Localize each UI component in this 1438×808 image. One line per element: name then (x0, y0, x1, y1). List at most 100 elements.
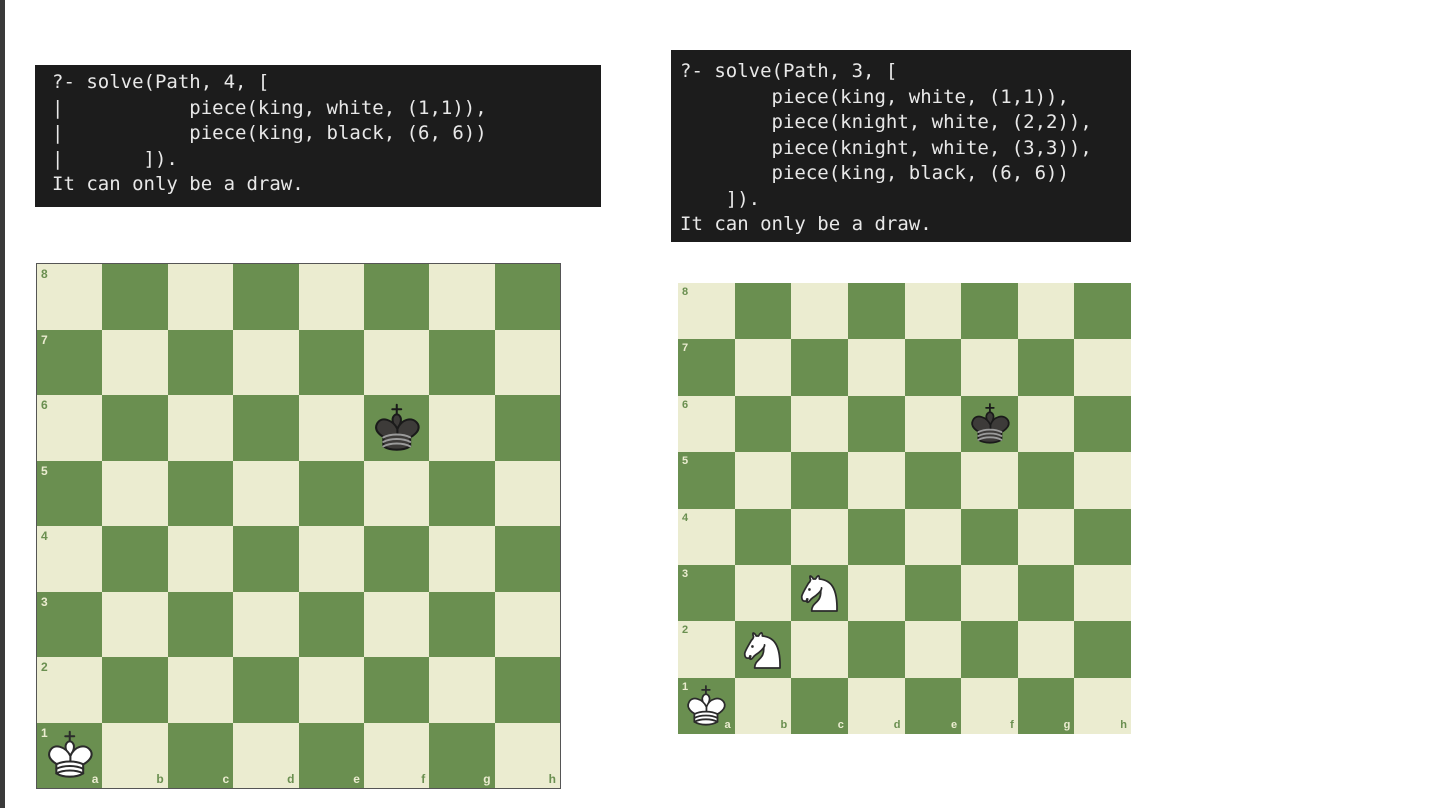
square-c7[interactable] (791, 339, 848, 396)
square-f6[interactable] (363, 395, 430, 461)
square-a7[interactable]: 7 (678, 339, 735, 396)
square-a3[interactable]: 3 (678, 564, 735, 622)
square-c3[interactable] (791, 564, 848, 622)
square-b3[interactable] (102, 591, 168, 657)
square-h8[interactable] (494, 264, 560, 330)
square-a4[interactable]: 4 (678, 508, 735, 565)
square-f8[interactable] (363, 264, 430, 330)
square-h2[interactable] (1074, 621, 1131, 678)
square-h3[interactable] (494, 591, 560, 657)
square-c4[interactable] (167, 526, 234, 592)
square-b2[interactable] (734, 621, 792, 678)
square-d6[interactable] (233, 395, 299, 461)
square-a3[interactable]: 3 (37, 591, 103, 657)
square-d5[interactable] (847, 452, 905, 509)
square-e1[interactable]: e (904, 677, 962, 734)
square-b7[interactable] (734, 339, 792, 396)
white-king-icon[interactable] (681, 681, 731, 731)
square-g3[interactable] (1017, 564, 1075, 622)
square-f5[interactable] (363, 460, 430, 526)
square-b6[interactable] (102, 395, 168, 461)
square-a8[interactable]: 8 (678, 283, 735, 340)
square-g5[interactable] (1017, 452, 1075, 509)
square-g7[interactable] (429, 329, 495, 395)
square-h2[interactable] (494, 657, 560, 723)
square-a2[interactable]: 2 (678, 621, 735, 678)
square-a6[interactable]: 6 (37, 395, 103, 461)
square-b1[interactable]: b (734, 677, 792, 734)
square-d6[interactable] (847, 395, 905, 453)
square-b4[interactable] (102, 526, 168, 592)
square-d2[interactable] (847, 621, 905, 678)
black-king-icon[interactable] (965, 399, 1015, 449)
square-d1[interactable]: d (847, 677, 905, 734)
square-h7[interactable] (1074, 339, 1131, 396)
square-c7[interactable] (167, 329, 234, 395)
square-c8[interactable] (791, 283, 848, 340)
black-king-icon[interactable] (368, 399, 426, 457)
square-e3[interactable] (298, 591, 364, 657)
square-f4[interactable] (961, 508, 1018, 565)
square-g5[interactable] (429, 460, 495, 526)
square-b4[interactable] (734, 508, 792, 565)
square-b3[interactable] (734, 564, 792, 622)
square-h7[interactable] (494, 329, 560, 395)
square-f2[interactable] (961, 621, 1018, 678)
square-h5[interactable] (1074, 452, 1131, 509)
square-b5[interactable] (102, 460, 168, 526)
square-a8[interactable]: 8 (37, 264, 103, 330)
square-d4[interactable] (233, 526, 299, 592)
square-f7[interactable] (961, 339, 1018, 396)
square-f7[interactable] (363, 329, 430, 395)
square-g6[interactable] (1017, 395, 1075, 453)
square-f3[interactable] (961, 564, 1018, 622)
square-g1[interactable]: g (429, 722, 495, 788)
square-c8[interactable] (167, 264, 234, 330)
square-c5[interactable] (167, 460, 234, 526)
square-e4[interactable] (298, 526, 364, 592)
square-f8[interactable] (961, 283, 1018, 340)
square-d7[interactable] (233, 329, 299, 395)
square-h5[interactable] (494, 460, 560, 526)
square-g7[interactable] (1017, 339, 1075, 396)
square-a5[interactable]: 5 (37, 460, 103, 526)
square-g8[interactable] (429, 264, 495, 330)
white-knight-icon[interactable] (795, 568, 845, 618)
square-d8[interactable] (233, 264, 299, 330)
square-g2[interactable] (1017, 621, 1075, 678)
square-f6[interactable] (961, 395, 1018, 453)
square-d5[interactable] (233, 460, 299, 526)
square-e2[interactable] (904, 621, 962, 678)
square-c2[interactable] (167, 657, 234, 723)
square-g3[interactable] (429, 591, 495, 657)
square-g4[interactable] (1017, 508, 1075, 565)
square-b7[interactable] (102, 329, 168, 395)
square-c6[interactable] (791, 395, 848, 453)
white-king-icon[interactable] (41, 726, 99, 784)
square-b1[interactable]: b (102, 722, 168, 788)
square-c1[interactable]: c (791, 677, 848, 734)
square-f1[interactable]: f (363, 722, 430, 788)
square-e7[interactable] (298, 329, 364, 395)
square-e7[interactable] (904, 339, 962, 396)
square-g2[interactable] (429, 657, 495, 723)
square-d3[interactable] (847, 564, 905, 622)
square-g8[interactable] (1017, 283, 1075, 340)
square-a7[interactable]: 7 (37, 329, 103, 395)
square-c1[interactable]: c (167, 722, 234, 788)
square-b2[interactable] (102, 657, 168, 723)
square-h4[interactable] (1074, 508, 1131, 565)
square-d2[interactable] (233, 657, 299, 723)
square-f5[interactable] (961, 452, 1018, 509)
square-e5[interactable] (904, 452, 962, 509)
square-a5[interactable]: 5 (678, 452, 735, 509)
square-c2[interactable] (791, 621, 848, 678)
square-c5[interactable] (791, 452, 848, 509)
square-g4[interactable] (429, 526, 495, 592)
square-d1[interactable]: d (233, 722, 299, 788)
square-e8[interactable] (298, 264, 364, 330)
square-f3[interactable] (363, 591, 430, 657)
square-b8[interactable] (734, 283, 792, 340)
